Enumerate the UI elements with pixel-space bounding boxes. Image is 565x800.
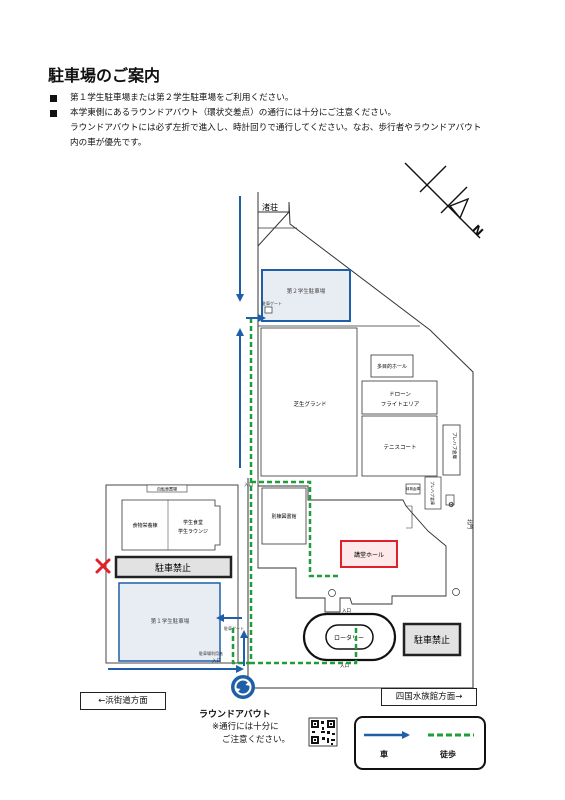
legend-car-label: 車 [380,750,388,759]
parking-1-label: 第１学生駐車場 [151,617,190,625]
note-continuation: 内の車が優先です。 [70,138,147,148]
svg-text:⚙: ⚙ [448,501,454,509]
no-parking-east-label: 駐車禁止 [414,634,450,646]
legend-swatches [364,731,474,739]
note-item: 本学東側にあるラウンドアバウト（環状交差点）の通行には十分にご注意ください。 ラ… [48,106,548,151]
gate-label: 駐車ゲート [262,300,282,306]
notes: 第１学生駐車場または第２学生駐車場をご利用ください。 本学東側にあるラウンドアバ… [48,91,548,151]
qr-code-icon [308,717,338,747]
rotary: ロータリー 入口 入口 [302,608,397,669]
roundabout-icon [231,675,255,699]
north-arrow-icon: N [404,162,486,239]
svg-text:テニスコート: テニスコート [383,444,416,451]
no-parking-west-label: 駐車禁止 [155,562,191,574]
legend-walk-label: 徒歩 [440,750,456,759]
bullet-square-icon [50,110,57,117]
svg-text:入口: 入口 [212,658,221,664]
svg-text:別棟図書館: 別棟図書館 [271,513,296,520]
car-route [108,196,266,673]
roundabout-note-line: ※通行には十分に [212,722,279,732]
roundabout-note-line: ご注意ください。 [222,735,291,745]
svg-text:講堂ホール: 講堂ホール [354,551,384,559]
svg-text:フライトエリア: フライトエリア [381,401,420,408]
parking-2-label: 第２学生駐車場 [287,287,326,295]
legend: 車 徒歩 [354,716,486,770]
parking-1 [118,582,221,662]
no-parking-zone-west [114,555,233,579]
drone-area [361,380,438,415]
bekkan-library [261,487,307,545]
shibafu-ground [260,327,358,477]
no-parking-zone-east [402,622,462,657]
tennis-court [361,415,438,477]
note-text: 第１学生駐車場または第２学生駐車場をご利用ください。 [70,93,294,103]
svg-text:入口: 入口 [342,608,351,614]
bullet-square-icon [50,95,57,102]
svg-text:ドローン: ドローン [389,392,411,398]
prohibited-x-icon [95,558,111,574]
parking-2 [261,269,351,322]
svg-text:芝生グランド: 芝生グランド [293,400,326,408]
svg-text:入口: 入口 [244,482,253,488]
nagisa-label: 渚荘 [262,202,278,212]
svg-text:駐車場利用者: 駐車場利用者 [199,650,223,656]
shokumotsu-building [121,499,221,551]
note-continuation: ラウンドアバウトには必ず左折で進入し、時計回りで通行してください。なお、歩行者や… [70,123,482,133]
svg-text:入口: 入口 [340,663,349,669]
svg-text:多目的ホール: 多目的ホール [377,363,407,370]
tamokuteki-hall [370,354,414,378]
page-title: 駐車場のご案内 [48,66,161,85]
direction-hamakaido: ←浜街道方面 [80,692,166,710]
walking-route [231,318,358,665]
north-letter: N [469,222,486,239]
direction-aquarium: 四国水族館方面→ [381,688,477,706]
note-text: 本学東側にあるラウンドアバウト（環状交差点）の通行には十分にご注意ください。 [70,108,397,118]
note-item: 第１学生駐車場または第２学生駐車場をご利用ください。 [48,91,548,106]
svg-text:学生ラウンジ: 学生ラウンジ [178,528,208,535]
prefab-storage [442,424,461,476]
svg-text:ロータリー: ロータリー [334,634,364,642]
campus-outline [247,192,474,689]
svg-text:食物栄養棟: 食物栄養棟 [132,522,157,529]
svg-text:プレハブ倉庫: プレハブ倉庫 [430,481,436,505]
svg-text:プレハブ倉庫: プレハブ倉庫 [451,432,458,459]
roundabout-label: ラウンドアバウト [199,710,271,720]
svg-text:体育倉庫: 体育倉庫 [406,486,420,491]
svg-text:自転車置場: 自転車置場 [157,486,177,492]
kodo-hall [340,540,398,568]
svg-text:学生食堂: 学生食堂 [183,519,203,526]
kitamon-label: 北門 [466,519,473,529]
